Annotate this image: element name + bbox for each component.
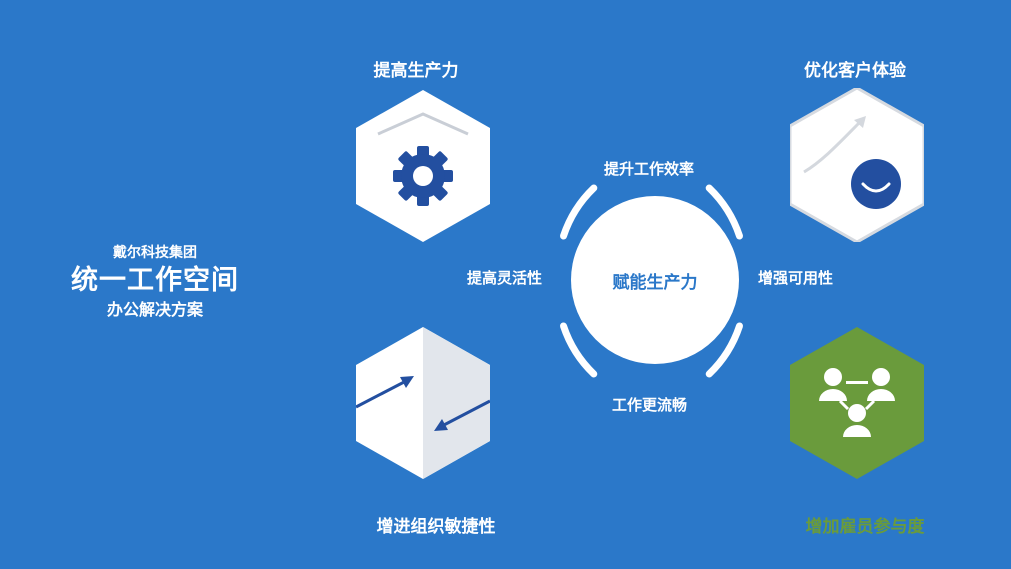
smile-growth-icon bbox=[790, 88, 924, 242]
center-ring bbox=[524, 166, 778, 396]
main-title: 统一工作空间 bbox=[71, 265, 239, 296]
center-label: 赋能生产力 bbox=[612, 273, 698, 293]
hexagon-agility bbox=[356, 327, 490, 479]
hex-label-engagement: 增加雇员参与度 bbox=[805, 517, 925, 537]
hexagon-engagement bbox=[790, 327, 924, 479]
ring-label-bottom: 工作更流畅 bbox=[612, 396, 688, 414]
hex-label-customer-experience: 优化客户体验 bbox=[804, 61, 906, 81]
ring-label-left: 提高灵活性 bbox=[467, 269, 543, 287]
hex-label-productivity: 提高生产力 bbox=[373, 61, 459, 81]
hexagon-productivity bbox=[356, 90, 490, 242]
hex-label-agility: 增进组织敏捷性 bbox=[376, 517, 496, 537]
center-circle bbox=[571, 196, 739, 364]
ring-label-top: 提升工作效率 bbox=[604, 160, 695, 178]
title-block: 戴尔科技集团 统一工作空间 办公解决方案 bbox=[40, 243, 270, 321]
ring-arcs bbox=[560, 184, 743, 378]
arrows-exchange-icon bbox=[356, 327, 490, 479]
company-name: 戴尔科技集团 bbox=[113, 245, 197, 261]
gear-icon bbox=[356, 90, 490, 242]
people-network-icon bbox=[790, 327, 924, 479]
subtitle: 办公解决方案 bbox=[106, 300, 203, 319]
ring-label-right: 增强可用性 bbox=[758, 269, 834, 287]
hexagon-customer-experience bbox=[790, 88, 924, 242]
